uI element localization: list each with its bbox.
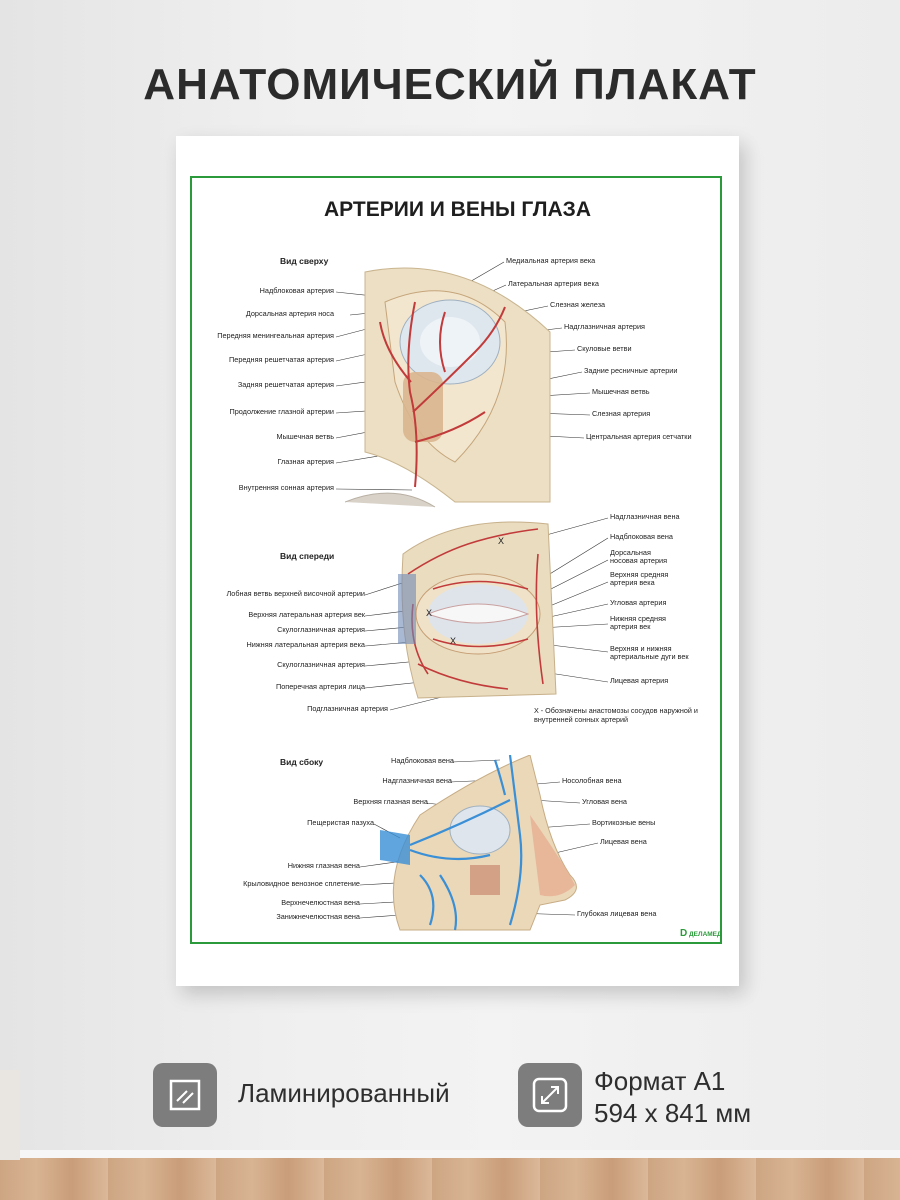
anastomosis-marker: X [426,608,432,618]
side-label: Вортикозные вены [592,818,656,827]
front-label: Нижняя латеральная артерия века [246,640,365,649]
side-label: Крыловидное венозное сплетение [243,879,360,888]
front-label: Подглазничная артерия [307,704,388,713]
resize-icon [518,1063,582,1127]
side-label: Надглазничная вена [382,776,452,785]
top-view-title: Вид сверху [280,256,329,266]
wooden-floor [0,1158,900,1200]
feature-format: Формат А1 594 х 841 мм [594,1066,752,1128]
front-label: Лобная ветвь верхней височной артерии [226,589,365,598]
top-label: Слезная железа [550,300,606,309]
front-label: Верхняя и нижняя артериальные дуги век [610,644,689,662]
side-label: Глубокая лицевая вена [577,909,657,918]
front-label: Надблоковая вена [610,532,673,541]
front-label: Лицевая артерия [610,676,669,685]
top-label: Передняя решетчатая артерия [229,355,334,364]
side-label: Угловая вена [582,797,627,806]
side-label: Занижнечелюстная вена [276,912,360,921]
side-view-title: Вид сбоку [280,757,324,767]
front-label: Верхняя латеральная артерия век [248,610,365,619]
front-label: Поперечная артерия лица [275,682,365,691]
anastomosis-marker: X [450,636,456,646]
page-heading: АНАТОМИЧЕСКИЙ ПЛАКАТ [143,60,757,109]
top-label: Скуловые ветви [577,344,632,353]
top-label: Надглазничная артерия [564,322,645,331]
feature-laminated: Ламинированный [238,1078,450,1108]
front-label: Надглазничная вена [610,512,680,521]
side-label: Носолобная вена [562,776,622,785]
laminate-icon [153,1063,217,1127]
side-label: Пещеристая пазуха [307,818,374,827]
side-view-illustration [380,755,577,931]
top-label: Латеральная артерия века [508,279,599,288]
brand-logo: D ДЕЛАМЕД [680,928,722,939]
front-view-title: Вид спереди [280,551,335,561]
top-label: Центральная артерия сетчатки [586,432,692,441]
side-label: Верхнечелюстная вена [281,898,360,907]
front-view-illustration: X X X X [398,521,557,699]
front-label: Нижняя средняя артерия век [610,614,666,632]
top-label: Мышечная ветвь [592,387,650,396]
top-label: Дорсальная артерия носа [245,309,334,318]
top-label: Медиальная артерия века [506,256,596,265]
front-label: Скулоглазничная артерия [277,660,365,669]
side-label: Верхняя глазная вена [353,797,428,806]
top-label: Задняя решетчатая артерия [237,380,334,389]
baseboard [0,1150,900,1160]
top-label: Внутренняя сонная артерия [238,483,334,492]
top-view-illustration [345,267,551,508]
front-label: Дорсальная носовая артерия [610,548,668,566]
top-label: Глазная артерия [277,457,334,466]
anastomosis-marker: X [498,536,504,546]
top-label: Задние ресничные артерии [584,366,678,375]
front-label: Верхняя средняя артерия века [610,570,669,588]
side-label: Нижняя глазная вена [287,861,360,870]
top-label: Мышечная ветвь [276,432,335,441]
top-label: Слезная артерия [592,409,651,418]
side-label: Лицевая вена [600,837,647,846]
poster-frame [190,176,722,944]
front-label: Скулоглазничная артерия [277,625,365,634]
anastomosis-note: X - Обозначены анастомозы сосудов наружн… [534,706,698,724]
shelf-edge [0,1070,20,1160]
top-label: Продолжение глазной артерии [229,407,334,416]
poster-title: АРТЕРИИ И ВЕНЫ ГЛАЗА [323,198,592,221]
front-label: Угловая артерия [610,598,667,607]
top-label: Надблоковая артерия [259,286,334,295]
top-label: Передняя менингеальная артерия [217,331,334,340]
side-label: Надблоковая вена [391,756,454,765]
